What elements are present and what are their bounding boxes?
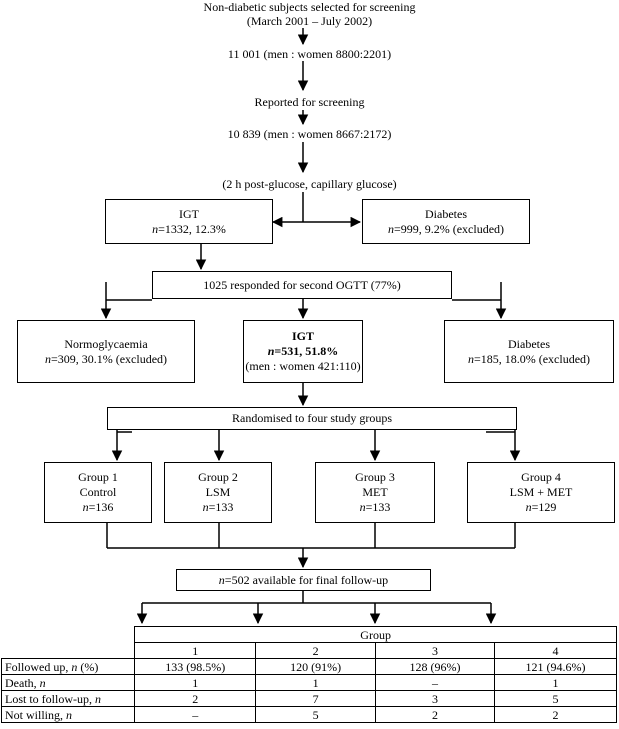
table-row: Not willing, n – 5 2 2 (0, 706, 618, 723)
screen-diabetes-stat: n=999, 9.2% (excluded) (387, 221, 505, 236)
table-cell: 1 (134, 674, 257, 691)
group-2-stat: n=133 (202, 500, 234, 514)
group-2-title: Group 2 (198, 470, 238, 484)
table-row-label: Not willing, n (0, 706, 136, 723)
table-row: Lost to follow-up, n 2 7 3 5 (0, 690, 618, 707)
group-4-title: Group 4 (521, 470, 561, 484)
table-col-header-row: 1 2 3 4 (1, 642, 618, 659)
table-cell: 5 (255, 706, 377, 723)
screen-diabetes-title: Diabetes (425, 206, 467, 221)
table-cell: 1 (493, 674, 618, 691)
table-group-header: Group (134, 626, 617, 643)
normoglycaemia-stat: n=309, 30.1% (excluded) (44, 351, 168, 366)
group-1-name: Control (79, 485, 117, 499)
screen-igt-stat: n=1332, 12.3% (152, 221, 226, 236)
test-label: (2 h post-glucose, capillary glucose) (222, 177, 397, 191)
table-row-label: Lost to follow-up, n (0, 690, 136, 707)
table-corner-cell (1, 626, 136, 643)
diabetes-second-stat: n=185, 18.0% (excluded) (467, 351, 591, 366)
header-line-2: (March 2001 – July 2002) (246, 14, 373, 28)
followup-table: Group 1 2 3 4 Followed up, n (%) 133 (98… (0, 626, 618, 723)
randomised-box: Randomised to four study groups (107, 407, 517, 430)
normoglycaemia-box: Normoglycaemia n=309, 30.1% (excluded) (17, 320, 195, 383)
group-4-name: LSM + MET (509, 485, 573, 499)
randomised-label: Randomised to four study groups (232, 411, 392, 425)
second-ogtt-box: 1025 responded for second OGTT (77%) (152, 271, 452, 299)
igt-second-box: IGT n=531, 51.8% (men : women 421:110) (243, 320, 363, 383)
selected-count: 11 001 (men : women 8800:2201) (227, 47, 392, 61)
table-row: Death, n 1 1 – 1 (0, 674, 618, 691)
group-1-box: Group 1 Control n=136 (44, 462, 152, 523)
table-row-label: Death, n (0, 674, 136, 691)
group-3-stat: n=133 (359, 500, 391, 514)
final-followup-label: n=502 available for final follow-up (218, 572, 389, 587)
table-cell: – (134, 706, 257, 723)
screen-diabetes-box: Diabetes n=999, 9.2% (excluded) (362, 199, 530, 244)
screen-igt-title: IGT (179, 206, 199, 221)
igt-second-title: IGT (291, 329, 314, 343)
final-followup-box: n=502 available for final follow-up (176, 569, 431, 591)
table-row-label: Followed up, n (%) (0, 658, 136, 675)
group-3-title: Group 3 (355, 470, 395, 484)
table-cell: 121 (94.6%) (493, 658, 618, 675)
table-col-header: 3 (375, 642, 495, 659)
group-1-stat: n=136 (82, 500, 114, 514)
table-col-header: 1 (134, 642, 257, 659)
table-cell: 2 (134, 690, 257, 707)
table-cell: – (375, 674, 495, 691)
group-2-name: LSM (205, 485, 231, 499)
group-4-stat: n=129 (525, 500, 557, 514)
table-col-header: 2 (255, 642, 377, 659)
table-cell: 3 (375, 690, 495, 707)
igt-second-stat: n=531, 51.8% (267, 344, 339, 358)
diabetes-second-title: Diabetes (508, 336, 550, 351)
table-cell: 7 (255, 690, 377, 707)
screen-igt-box: IGT n=1332, 12.3% (105, 199, 273, 244)
group-4-box: Group 4 LSM + MET n=129 (467, 462, 615, 523)
second-ogtt-label: 1025 responded for second OGTT (77%) (203, 277, 401, 292)
igt-second-sub: (men : women 421:110) (245, 359, 361, 373)
table-cell: 133 (98.5%) (134, 658, 257, 675)
header-line-1: Non-diabetic subjects selected for scree… (203, 0, 416, 14)
group-2-box: Group 2 LSM n=133 (164, 462, 272, 523)
group-1-title: Group 1 (78, 470, 118, 484)
reported-label: Reported for screening (254, 95, 365, 109)
table-corner-cell (1, 642, 136, 659)
table-cell: 2 (375, 706, 495, 723)
table-group-header-row: Group (1, 626, 617, 643)
table-cell: 120 (91%) (255, 658, 377, 675)
group-3-box: Group 3 MET n=133 (315, 462, 435, 523)
group-3-name: MET (362, 485, 388, 499)
table-col-header: 4 (493, 642, 618, 659)
table-cell: 1 (255, 674, 377, 691)
table-row: Followed up, n (%) 133 (98.5%) 120 (91%)… (0, 658, 618, 675)
table-cell: 128 (96%) (375, 658, 495, 675)
diabetes-second-box: Diabetes n=185, 18.0% (excluded) (444, 320, 614, 383)
table-cell: 5 (493, 690, 618, 707)
table-cell: 2 (493, 706, 618, 723)
reported-count: 10 839 (men : women 8667:2172) (227, 127, 392, 141)
normoglycaemia-title: Normoglycaemia (64, 336, 148, 351)
